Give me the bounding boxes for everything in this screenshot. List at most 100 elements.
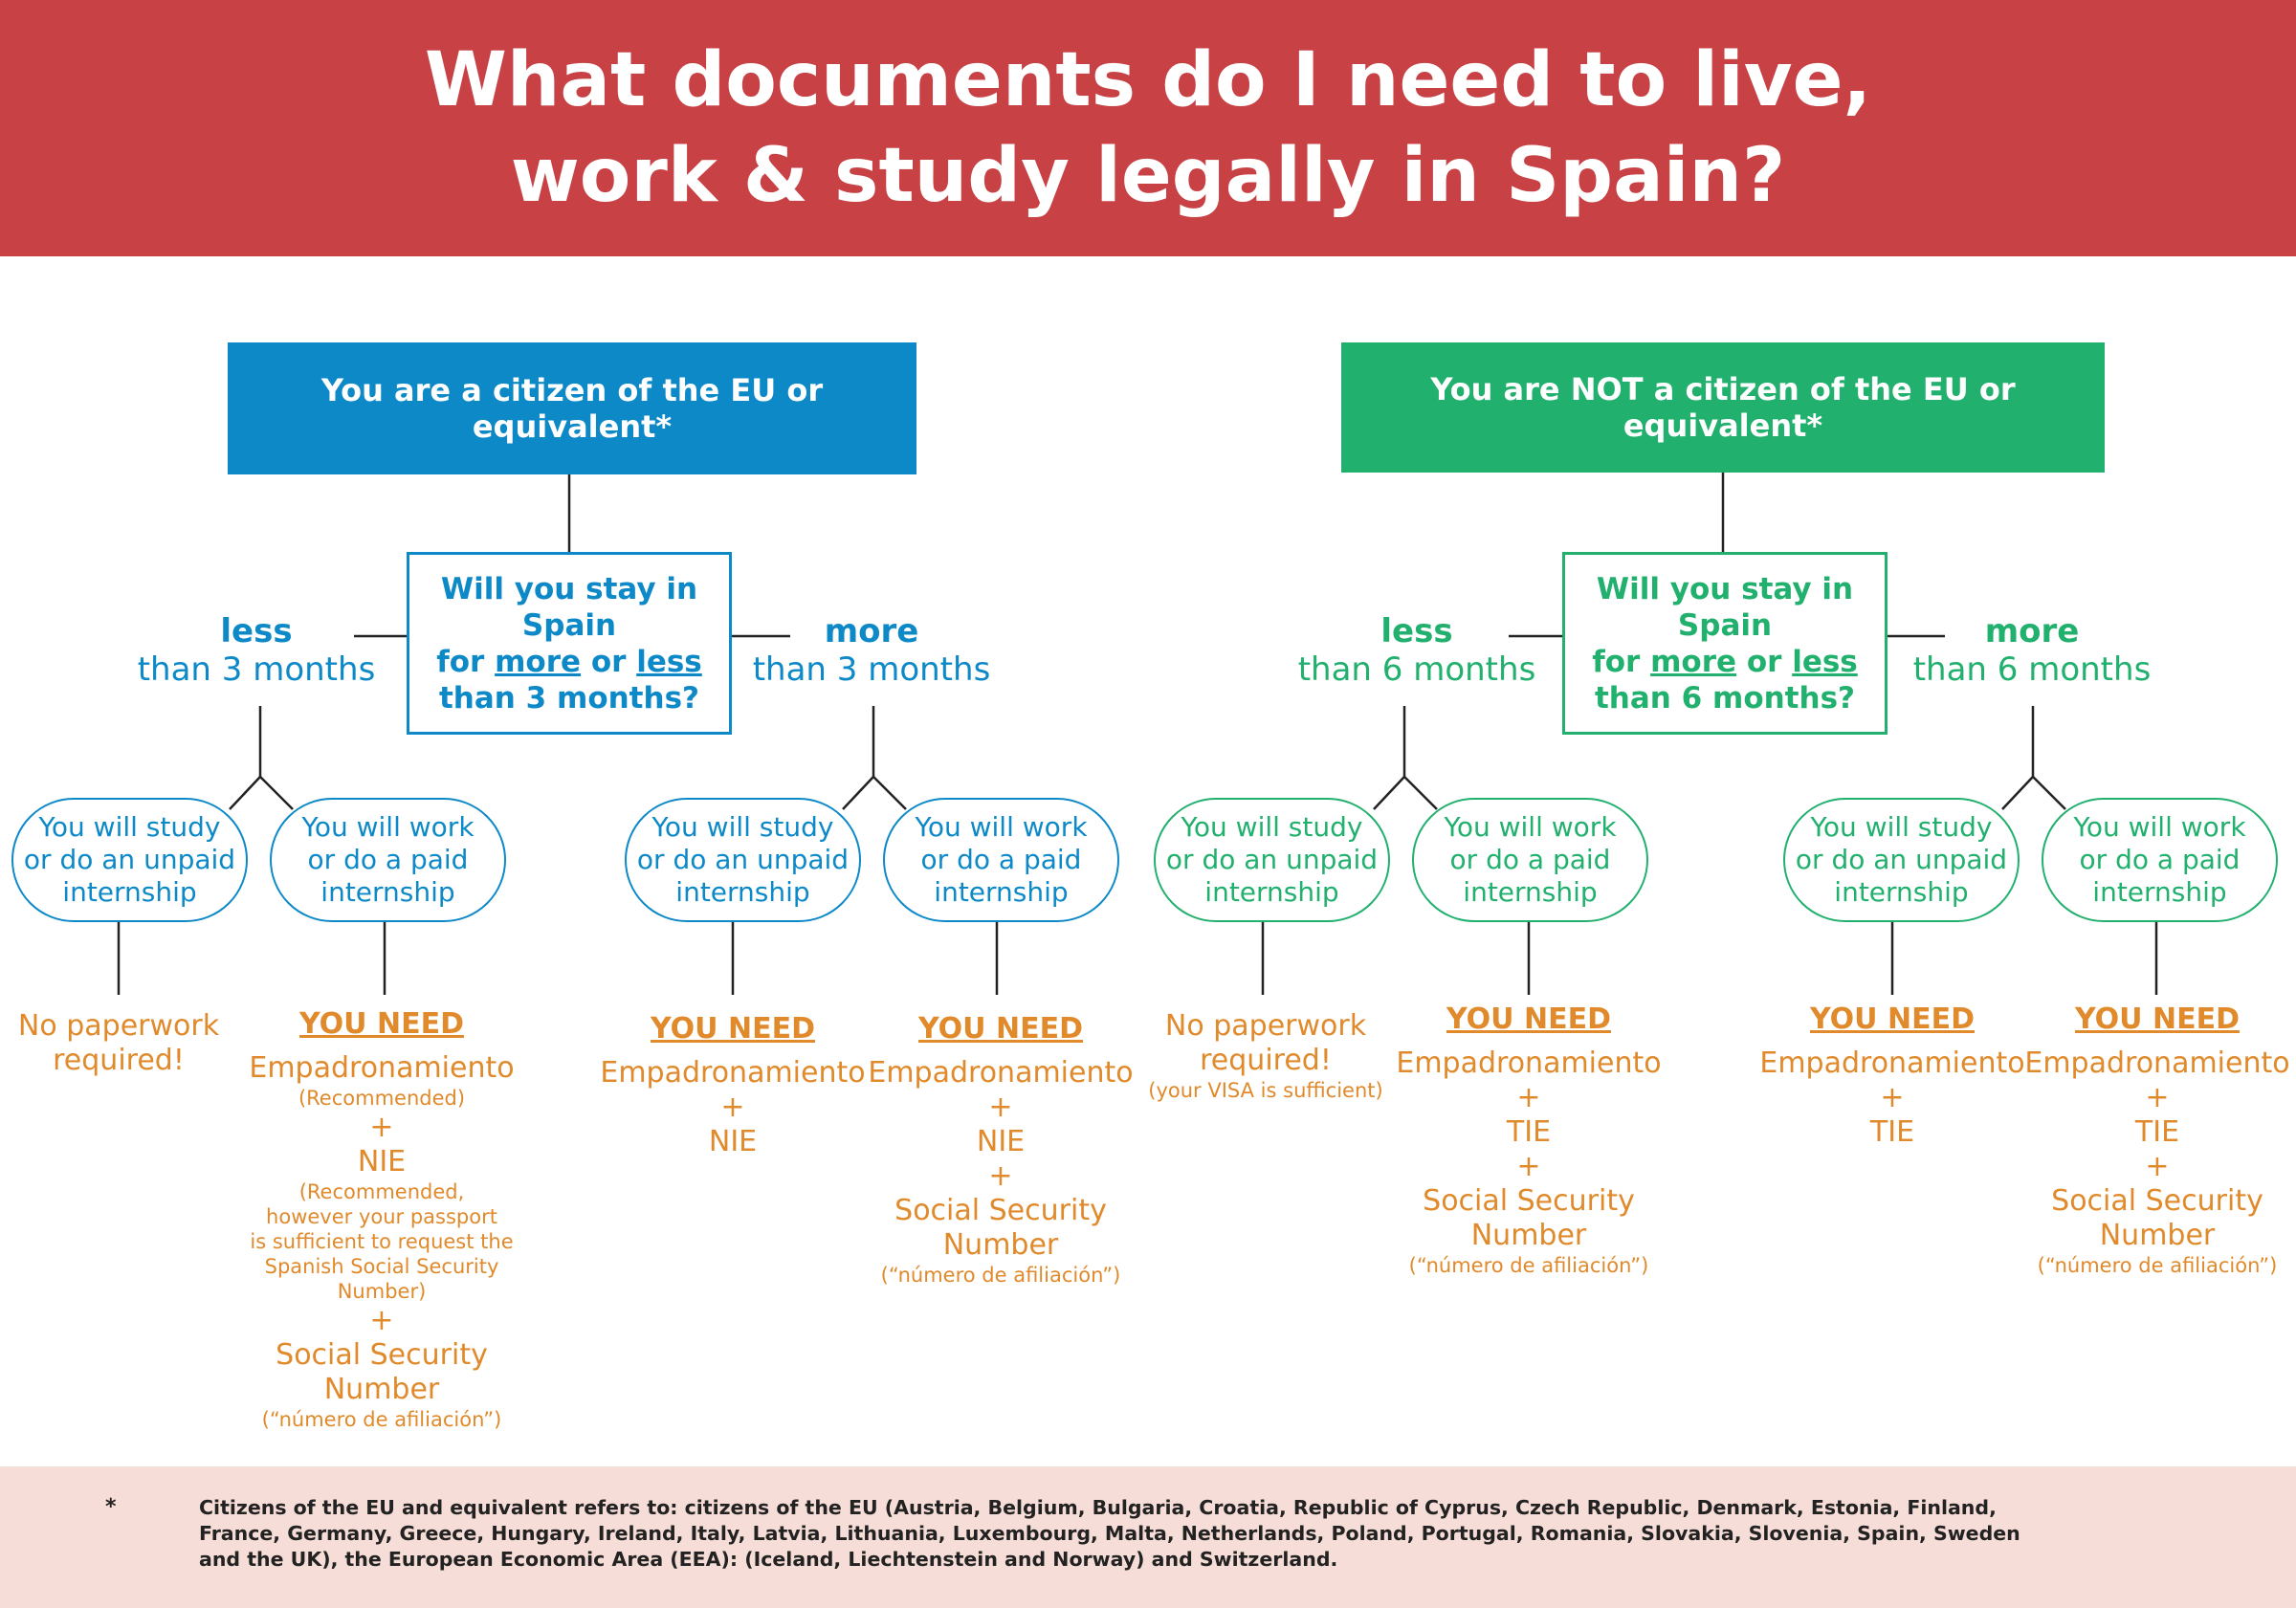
required: required! — [53, 1044, 185, 1077]
eu-more-label: more than 3 months — [738, 612, 1005, 689]
eu-more-study-result: YOU NEED Empadronamiento + NIE — [580, 1012, 886, 1159]
eu-more-study-pill: You will study or do an unpaid internshi… — [625, 798, 861, 922]
non-eu-less-label: less than 6 months — [1283, 612, 1551, 689]
footnote-asterisk: * — [105, 1495, 117, 1519]
question-line-3: than 3 months? — [438, 680, 700, 716]
connector — [842, 776, 874, 810]
empadronamiento: Empadronamiento — [2024, 1046, 2290, 1080]
footnote-text: Citizens of the EU and equivalent refers… — [199, 1496, 2020, 1571]
social-security-2: Number — [942, 1228, 1059, 1262]
less-keyword: less — [220, 612, 293, 650]
eu-less-study-pill: You will study or do an unpaid internshi… — [11, 798, 248, 922]
tie: TIE — [1869, 1115, 1915, 1149]
nie: NIE — [708, 1125, 758, 1158]
question-line-3: than 6 months? — [1594, 680, 1856, 716]
non-eu-more-work-result: YOU NEED Empadronamiento + TIE + Social … — [2004, 1002, 2296, 1278]
nie-note-1: (Recommended, — [298, 1180, 465, 1203]
you-need-label: YOU NEED — [1810, 1002, 1975, 1036]
social-security-1: Social Security — [894, 1194, 1107, 1227]
connector — [2001, 776, 2034, 810]
empadronamiento: Empadronamiento — [1759, 1046, 2025, 1080]
plus: + — [1516, 1081, 1541, 1114]
non-eu-less-study-pill: You will study or do an unpaid internshi… — [1154, 798, 1390, 922]
footnote-panel: * Citizens of the EU and equivalent refe… — [0, 1466, 2296, 1608]
more-keyword: more — [1984, 612, 2080, 650]
no-paperwork: No paperwork — [17, 1009, 220, 1043]
social-security-2: Number — [2099, 1219, 2216, 1252]
question-more: more — [495, 644, 582, 679]
social-security-1: Social Security — [276, 1338, 488, 1372]
social-security-note: (“número de afiliación”) — [2037, 1254, 2278, 1277]
nie: NIE — [357, 1145, 407, 1178]
social-security-2: Number — [1470, 1219, 1587, 1252]
non-eu-less-work-pill: You will work or do a paid internship — [1412, 798, 1648, 922]
more-duration: than 6 months — [1912, 650, 2152, 689]
non-eu-more-work-pill: You will work or do a paid internship — [2042, 798, 2278, 922]
question-less: less — [636, 644, 702, 679]
connector — [1373, 776, 1405, 810]
required: required! — [1200, 1044, 1332, 1077]
no-paperwork: No paperwork — [1164, 1009, 1367, 1043]
non-eu-stay-question: Will you stay in Spain for more or less … — [1562, 552, 1888, 735]
nie: NIE — [976, 1125, 1026, 1158]
header-banner: What documents do I need to live, work &… — [0, 0, 2296, 256]
plus: + — [720, 1090, 745, 1124]
eu-citizen-box: You are a citizen of the EU or equivalen… — [228, 342, 916, 474]
eu-less-work-result: YOU NEED Empadronamiento (Recommended) +… — [229, 1007, 535, 1432]
non-eu-less-work-result: YOU NEED Empadronamiento + TIE + Social … — [1376, 1002, 1682, 1278]
eu-less-label: less than 3 months — [122, 612, 390, 689]
you-need-label: YOU NEED — [2075, 1002, 2240, 1036]
empadronamiento: Empadronamiento — [1396, 1046, 1662, 1080]
visa-note: (your VISA is sufficient) — [1148, 1079, 1383, 1102]
you-need-label: YOU NEED — [1446, 1002, 1611, 1036]
page-title: What documents do I need to live, work &… — [425, 33, 1871, 224]
social-security-note: (“número de afiliación”) — [880, 1264, 1121, 1287]
question-line-2: for more or less — [1592, 644, 1858, 680]
less-duration: than 3 months — [137, 650, 376, 689]
non-eu-more-study-pill: You will study or do an unpaid internshi… — [1783, 798, 2020, 922]
title-line-1: What documents do I need to live, — [424, 37, 1872, 123]
empadronamiento-note: (Recommended) — [298, 1087, 466, 1110]
nie-note-2: however your passport — [266, 1205, 497, 1228]
eu-less-study-result: No paperwork required! — [0, 1009, 272, 1078]
non-eu-more-study-result: YOU NEED Empadronamiento + TIE — [1739, 1002, 2045, 1150]
eu-less-work-pill: You will work or do a paid internship — [270, 798, 506, 922]
less-duration: than 6 months — [1297, 650, 1536, 689]
less-keyword: less — [1380, 612, 1453, 650]
plus: + — [1516, 1150, 1541, 1183]
connector — [2032, 776, 2066, 810]
connector — [872, 776, 907, 810]
eu-more-work-pill: You will work or do a paid internship — [883, 798, 1119, 922]
social-security-2: Number — [323, 1373, 440, 1406]
empadronamiento: Empadronamiento — [249, 1051, 515, 1085]
plus: + — [2145, 1150, 2170, 1183]
plus: + — [369, 1304, 394, 1337]
question-less: less — [1792, 644, 1858, 679]
connector — [1403, 776, 1438, 810]
plus: + — [988, 1090, 1013, 1124]
question-more: more — [1650, 644, 1737, 679]
question-line-2: for more or less — [436, 644, 702, 680]
nie-note-4: Spanish Social Security Number) — [264, 1255, 499, 1303]
title-line-2: work & study legally in Spain? — [510, 133, 1786, 219]
plus: + — [369, 1111, 394, 1144]
eu-stay-question: Will you stay in Spain for more or less … — [407, 552, 732, 735]
non-eu-citizen-box: You are NOT a citizen of the EU or equiv… — [1341, 342, 2105, 473]
social-security-note: (“número de afiliación”) — [1408, 1254, 1649, 1277]
tie: TIE — [1506, 1115, 1552, 1149]
eu-more-work-result: YOU NEED Empadronamiento + NIE + Social … — [848, 1012, 1154, 1288]
tie: TIE — [2134, 1115, 2180, 1149]
plus: + — [1880, 1081, 1905, 1114]
non-eu-more-label: more than 6 months — [1898, 612, 2166, 689]
social-security-note: (“número de afiliación”) — [261, 1408, 502, 1431]
question-or: or — [1736, 644, 1793, 679]
you-need-label: YOU NEED — [299, 1007, 464, 1041]
empadronamiento: Empadronamiento — [600, 1056, 866, 1090]
more-duration: than 3 months — [752, 650, 991, 689]
plus: + — [988, 1159, 1013, 1193]
question-for: for — [436, 644, 496, 679]
social-security-1: Social Security — [1423, 1184, 1635, 1218]
connector — [229, 776, 261, 810]
social-security-1: Social Security — [2051, 1184, 2263, 1218]
